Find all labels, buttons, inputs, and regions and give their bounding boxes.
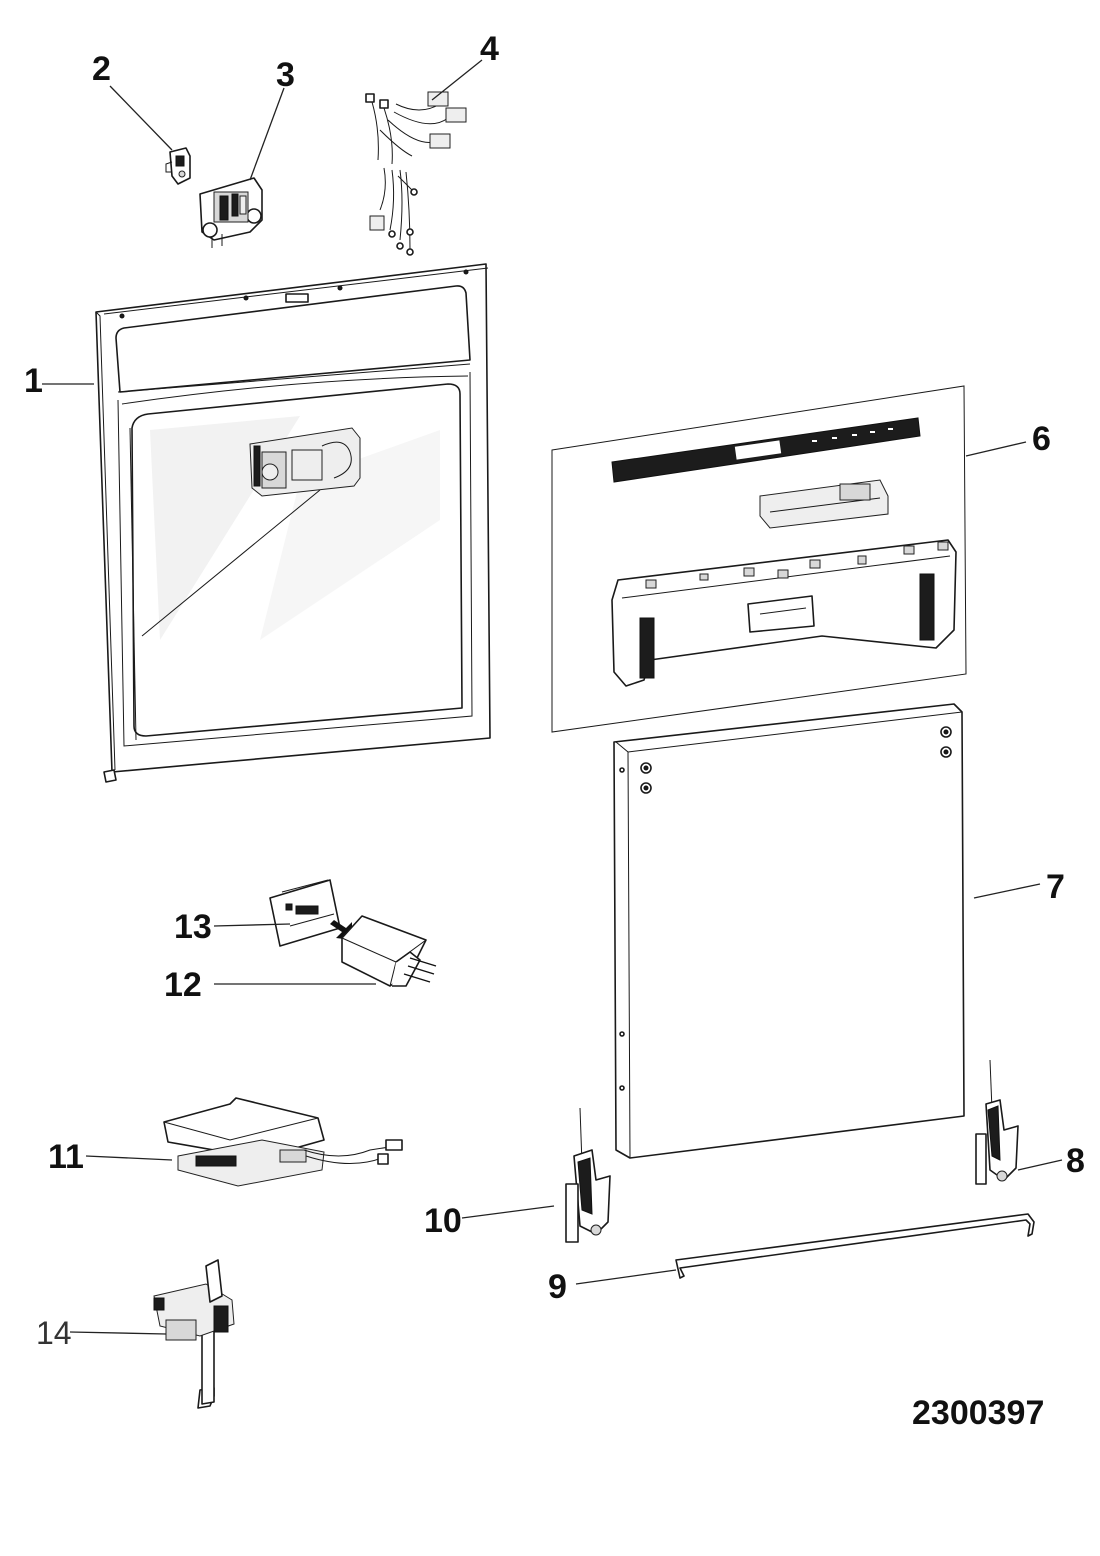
part-8-right-hinge[interactable] xyxy=(975,1059,1019,1185)
part-12-module[interactable] xyxy=(341,915,437,987)
part-13-label[interactable] xyxy=(269,879,341,947)
callout-12: 12 xyxy=(164,966,202,1004)
callout-labels: 1 2 3 4 6 7 8 9 10 11 12 13 14 xyxy=(24,30,1085,1351)
callout-2: 2 xyxy=(92,50,111,88)
callout-3: 3 xyxy=(276,56,295,94)
part-14-actuator[interactable] xyxy=(153,1259,235,1409)
callout-11: 11 xyxy=(48,1138,84,1176)
part-4-wiring-harness[interactable] xyxy=(365,91,467,256)
leader-lines xyxy=(42,59,1063,1335)
callout-8: 8 xyxy=(1066,1142,1085,1180)
callout-1: 1 xyxy=(24,362,43,400)
callout-4: 4 xyxy=(480,30,499,68)
part-3-door-lock[interactable] xyxy=(199,177,263,248)
part-1-inner-door-panel[interactable] xyxy=(95,263,491,783)
callout-6: 6 xyxy=(1032,420,1051,458)
part-6-control-panel-assembly[interactable] xyxy=(551,385,967,733)
callout-14: 14 xyxy=(36,1315,72,1351)
part-11-electronic-module[interactable] xyxy=(163,1097,403,1187)
part-10-left-hinge[interactable] xyxy=(565,1107,611,1243)
part-7-outer-door-panel[interactable] xyxy=(613,703,965,1159)
part-2-door-latch[interactable] xyxy=(165,147,191,185)
dispenser-housing xyxy=(249,427,361,497)
callout-10: 10 xyxy=(424,1202,462,1240)
callout-13: 13 xyxy=(174,908,212,946)
part-9-connecting-rod[interactable] xyxy=(675,1213,1035,1279)
callout-9: 9 xyxy=(548,1268,567,1306)
document-number: 2300397 xyxy=(912,1394,1044,1432)
callout-7: 7 xyxy=(1046,868,1065,906)
